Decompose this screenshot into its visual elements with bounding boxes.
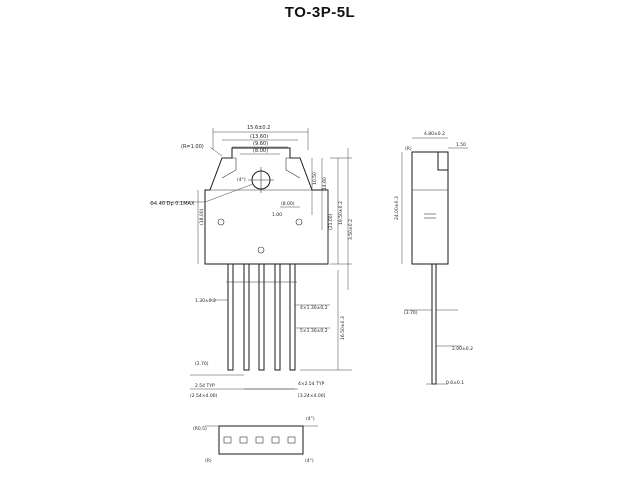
dim-lead-width-1: 1.30±0.2 [195, 298, 216, 304]
dim-14-60: 14.60 [322, 177, 328, 190]
dim-pitch-total: (2.54×4.00) [190, 393, 218, 399]
dim-pitch-tol: [3.24×4.00] [298, 393, 326, 399]
dim-19-50: 19.50±0.2 [338, 201, 344, 225]
dim-side-top-width: 4.80±0.2 [424, 131, 445, 137]
dim-16-50: 16.50±0.3 [340, 316, 346, 340]
dim-1-00: 1.00 [272, 212, 282, 218]
dim-lead-length: 2.00±0.2 [452, 346, 473, 352]
dim-18-00: (18.00) [199, 208, 205, 225]
dim-pitch-callout: 4×2.54 TYP [298, 381, 325, 387]
side-mark-top: (R) [405, 146, 412, 152]
bottom-mark-left: (R) [205, 458, 212, 464]
hole-callout: Φ4.40 Dp 0.1MAX [150, 201, 195, 207]
bottom-view: (R0.5) (4°) (R) (4°) [193, 416, 318, 464]
dim-inner-width-3: (8.00) [253, 148, 268, 154]
bottom-mark-right: (4°) [305, 458, 314, 464]
dim-inner-width-1: (13.60) [250, 134, 268, 140]
dim-tab-thickness: 1.50 [456, 142, 466, 148]
dim-8-00: (8.00) [281, 201, 295, 207]
dim-inner-width-2: (9.60) [253, 141, 268, 147]
dim-21-00: (21.00) [328, 213, 334, 230]
bottom-corner-right: (4°) [306, 416, 315, 422]
dim-top-width: 15.6±0.2 [247, 125, 270, 131]
side-view: 4.80±0.2 1.50 (R) 24.00±0.3 (3.70) 2.00±… [394, 131, 473, 386]
dim-side-body-height: 24.00±0.3 [394, 196, 400, 220]
notch-angle-label: (4°) [237, 177, 246, 183]
dim-lead-pitch-2: 5×1.30±0.2 [300, 328, 328, 334]
dim-10-50: 10.50 [312, 172, 318, 185]
dim-lead-offset: (3.70) [404, 310, 418, 316]
notch-radius-label: (R=1.00) [181, 144, 204, 150]
front-view: 15.6±0.2 (13.60) (9.60) (8.00) (R=1.00) … [150, 125, 354, 399]
dim-lead-pitch-1: 4×1.30±0.2 [300, 305, 328, 311]
bottom-corner-left: (R0.5) [193, 426, 207, 432]
dim-3-50: 3.50±0.2 [348, 219, 354, 240]
dim-tip: (2.70) [195, 361, 209, 367]
dim-lead-thickness: 0.6±0.1 [446, 380, 464, 386]
dim-pitch-typ: 2.54 TYP [195, 383, 215, 389]
page-title: TO-3P-5L [284, 4, 356, 21]
